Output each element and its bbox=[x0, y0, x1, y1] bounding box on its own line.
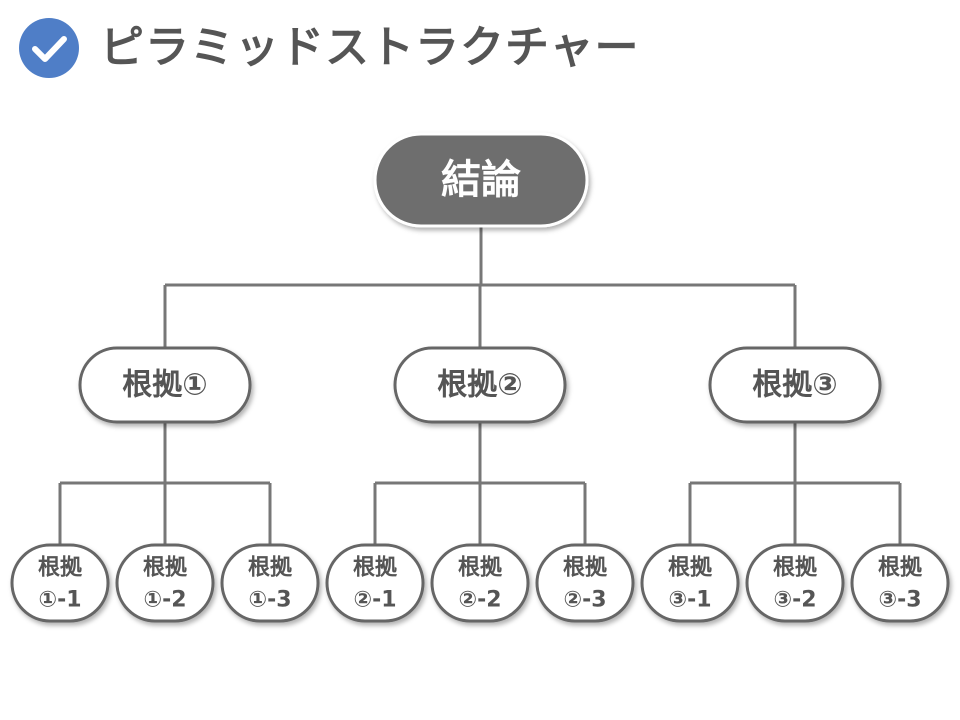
sub-reason-node-2-3 bbox=[535, 543, 635, 623]
sub-reason-label-bottom: ③-1 bbox=[668, 588, 711, 613]
sub-reason-node-1-1 bbox=[10, 543, 110, 623]
sub-reason-node-1-2 bbox=[115, 543, 215, 623]
sub-reason-label-bottom: ①-1 bbox=[38, 588, 81, 613]
sub-reason-label-bottom: ②-2 bbox=[458, 588, 501, 613]
sub-reason-label-top: 根拠 bbox=[563, 556, 608, 581]
sub-reason-label-top: 根拠 bbox=[458, 556, 503, 581]
sub-reason-node-3-2 bbox=[745, 543, 845, 623]
sub-reason-label-top: 根拠 bbox=[878, 556, 923, 581]
reason-node-1 bbox=[78, 346, 252, 424]
sub-reason-node-3-1 bbox=[640, 543, 740, 623]
reason-node-3 bbox=[708, 346, 882, 424]
reason-label-1: 根拠① bbox=[122, 368, 207, 403]
sub-reason-label-bottom: ①-3 bbox=[248, 588, 291, 613]
sub-reason-node-2-1 bbox=[325, 543, 425, 623]
sub-reason-label-top: 根拠 bbox=[353, 556, 398, 581]
sub-reason-label-top: 根拠 bbox=[38, 556, 83, 581]
reason-label-3: 根拠③ bbox=[752, 368, 837, 403]
sub-reason-label-top: 根拠 bbox=[773, 556, 818, 581]
sub-reason-node-2-2 bbox=[430, 543, 530, 623]
sub-reason-label-top: 根拠 bbox=[143, 556, 188, 581]
sub-reason-label-bottom: ①-2 bbox=[143, 588, 186, 613]
conclusion-node bbox=[373, 132, 589, 228]
sub-reason-node-3-3 bbox=[850, 543, 950, 623]
sub-reason-label-bottom: ③-3 bbox=[878, 588, 921, 613]
connector-lines bbox=[58, 226, 902, 545]
sub-reason-label-bottom: ②-1 bbox=[353, 588, 396, 613]
page-title: ピラミッドストラクチャー bbox=[100, 22, 640, 73]
sub-reason-node-1-3 bbox=[220, 543, 320, 623]
sub-reason-label-top: 根拠 bbox=[248, 556, 293, 581]
conclusion-label: 結論 bbox=[441, 157, 521, 203]
sub-reason-label-top: 根拠 bbox=[668, 556, 713, 581]
check-circle-icon bbox=[19, 18, 79, 78]
page-header: ピラミッドストラクチャー bbox=[18, 16, 640, 80]
reason-node-2 bbox=[393, 346, 567, 424]
sub-reason-label-bottom: ②-3 bbox=[563, 588, 606, 613]
reason-label-2: 根拠② bbox=[437, 368, 522, 403]
sub-reason-label-bottom: ③-2 bbox=[773, 588, 816, 613]
